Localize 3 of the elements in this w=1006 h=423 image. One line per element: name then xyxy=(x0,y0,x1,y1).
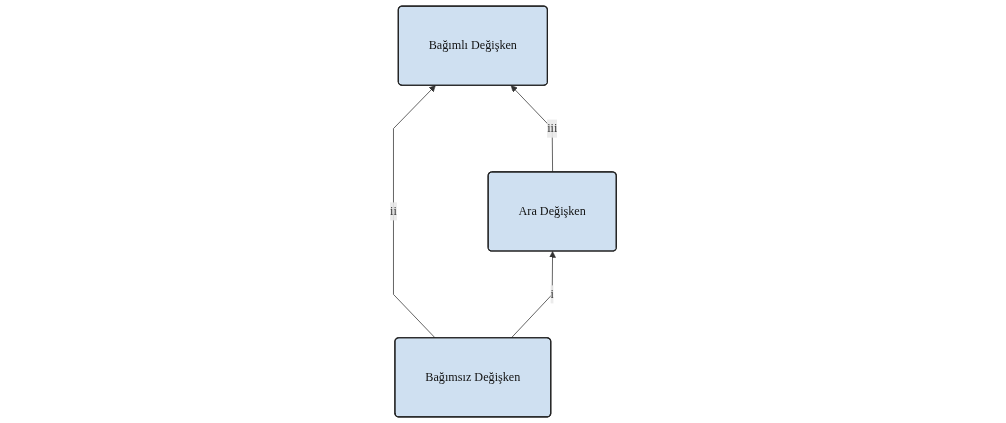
edge-label: ii xyxy=(389,204,397,218)
edge-label: iii xyxy=(546,121,558,135)
edge-label: i xyxy=(550,287,554,301)
